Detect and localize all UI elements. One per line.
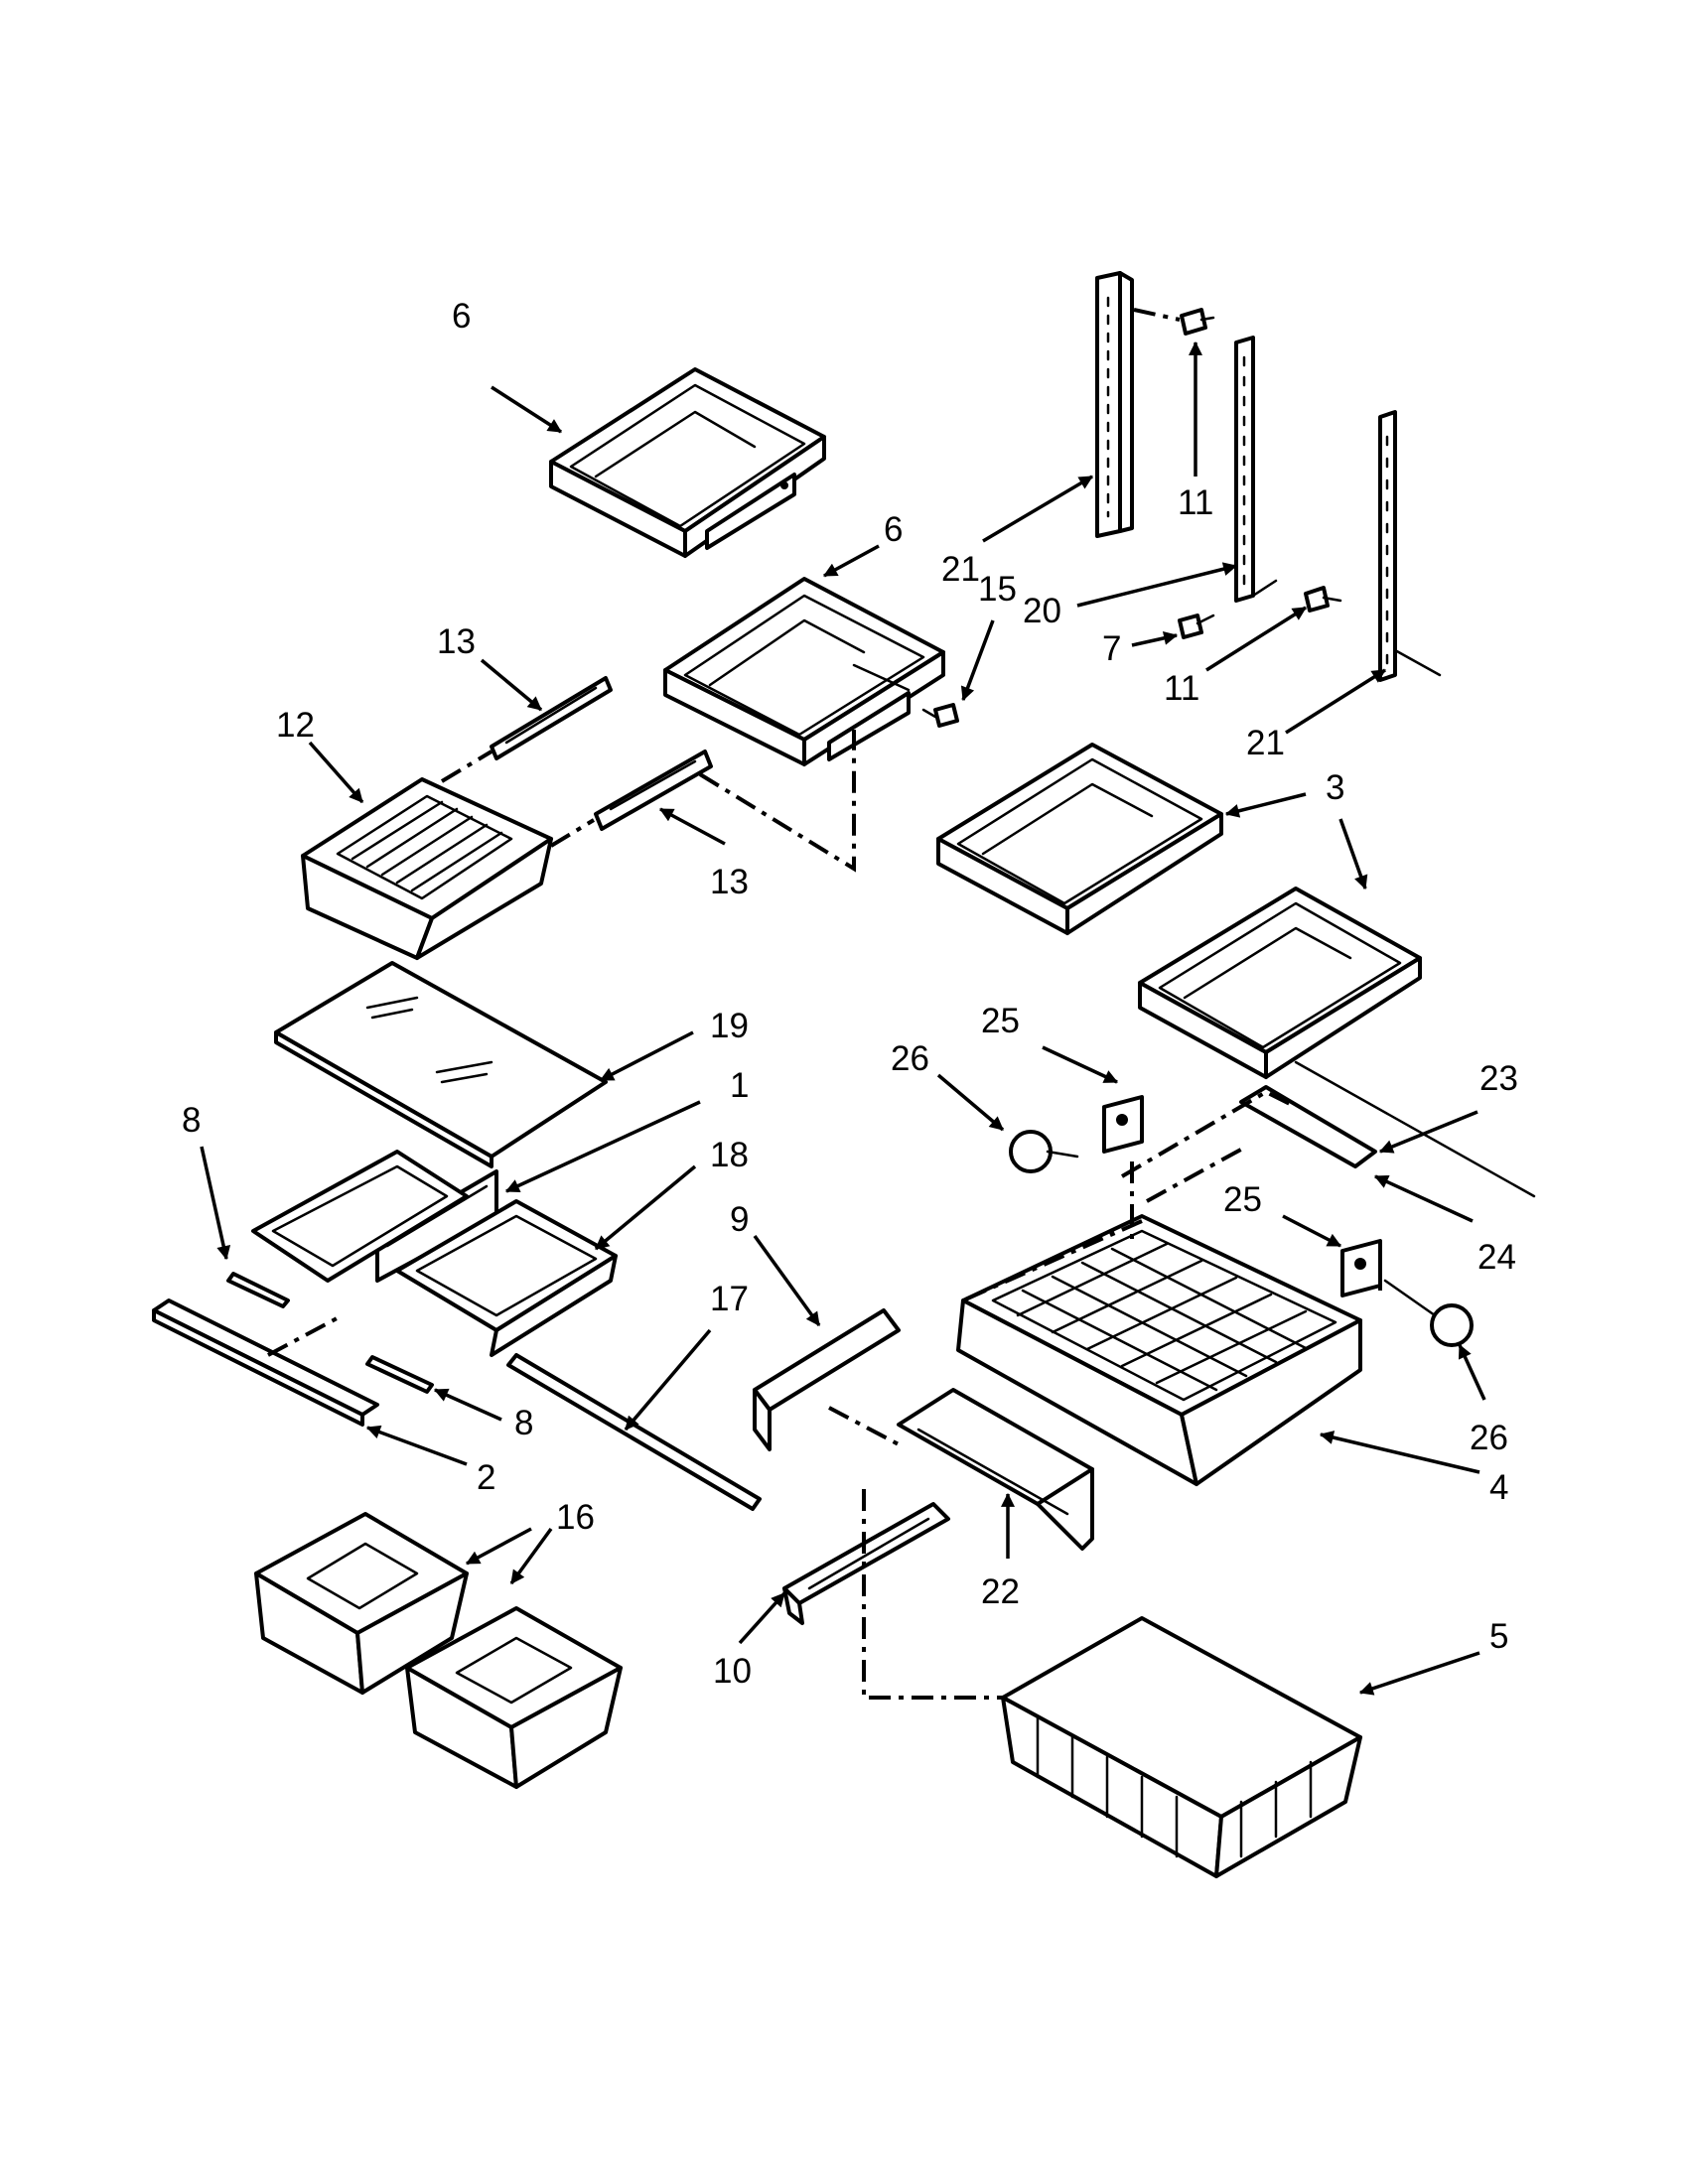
clip-8-right <box>365 1355 434 1394</box>
callout-15: 15 <box>978 570 1017 609</box>
crisper-16-right <box>405 1606 623 1789</box>
crisper-frame-left <box>251 1150 469 1283</box>
screw-7 <box>1178 614 1215 639</box>
shelf-3-lower <box>1138 887 1422 1079</box>
callout-23: 23 <box>1479 1059 1518 1098</box>
callout-21-upper: 21 <box>941 550 980 589</box>
callout-20: 20 <box>1023 592 1061 630</box>
glass-shelf-19 <box>274 961 608 1168</box>
callout-25-upper: 25 <box>981 1002 1020 1040</box>
callout-6-middle: 6 <box>884 510 903 549</box>
callout-22: 22 <box>981 1572 1020 1611</box>
screw-11-lower <box>1304 586 1342 613</box>
rail-21-left <box>1095 271 1134 538</box>
callout-12: 12 <box>276 706 315 745</box>
divider-10 <box>782 1502 950 1625</box>
callout-5: 5 <box>1489 1617 1508 1656</box>
shelf-6-top <box>549 367 826 558</box>
cam-26-lower <box>1383 1279 1474 1347</box>
callout-2: 2 <box>477 1458 495 1497</box>
callout-18: 18 <box>710 1136 749 1174</box>
cam-26-upper <box>1009 1130 1079 1173</box>
callout-8-right: 8 <box>514 1404 533 1442</box>
crisper-frame-18 <box>395 1199 618 1357</box>
crisper-12 <box>301 777 553 960</box>
shelf-3-upper <box>936 743 1223 935</box>
rail-21-right <box>1378 410 1442 682</box>
divider-9 <box>753 1308 901 1451</box>
rail-20 <box>1234 336 1278 603</box>
rod-23 <box>1294 1060 1536 1198</box>
callout-24: 24 <box>1477 1238 1516 1277</box>
leader-lines <box>200 341 1486 1696</box>
callout-16: 16 <box>556 1498 595 1537</box>
wire-basket-4 <box>956 1214 1362 1486</box>
callout-1: 1 <box>730 1066 749 1105</box>
callout-26-upper: 26 <box>891 1039 929 1078</box>
callout-8-left: 8 <box>182 1101 201 1140</box>
callout-19: 19 <box>710 1007 749 1045</box>
callout-17: 17 <box>710 1280 749 1318</box>
rail-2 <box>152 1298 379 1427</box>
slide-13-lower <box>594 750 713 831</box>
screw-15 <box>921 703 959 728</box>
callout-3-upper: 3 <box>1326 768 1344 807</box>
callout-21-lower: 21 <box>1246 724 1285 762</box>
callout-26-lower: 26 <box>1470 1419 1508 1457</box>
bracket-25-lower <box>1340 1239 1382 1297</box>
callout-6-top: 6 <box>452 297 471 336</box>
callout-25-lower: 25 <box>1223 1180 1262 1219</box>
callout-11-lower: 11 <box>1164 669 1199 708</box>
callout-7: 7 <box>1102 629 1121 668</box>
wire-basket-5 <box>1001 1616 1362 1878</box>
rod-17 <box>506 1353 762 1511</box>
screw-11-top <box>1180 308 1215 336</box>
clip-8-left <box>226 1272 290 1308</box>
divider-22 <box>897 1388 1094 1551</box>
callout-9: 9 <box>730 1200 749 1239</box>
bracket-25-upper <box>1102 1095 1144 1154</box>
callout-4: 4 <box>1489 1468 1508 1507</box>
slide-13-upper <box>490 676 613 760</box>
callout-10: 10 <box>713 1652 752 1691</box>
crisper-16-left <box>254 1512 469 1695</box>
callout-13-upper: 13 <box>437 622 476 661</box>
callout-13-lower: 13 <box>710 863 749 901</box>
callout-11-upper: 11 <box>1178 483 1213 522</box>
shelf-6-middle <box>663 577 945 766</box>
bracket-24 <box>1239 1085 1377 1168</box>
